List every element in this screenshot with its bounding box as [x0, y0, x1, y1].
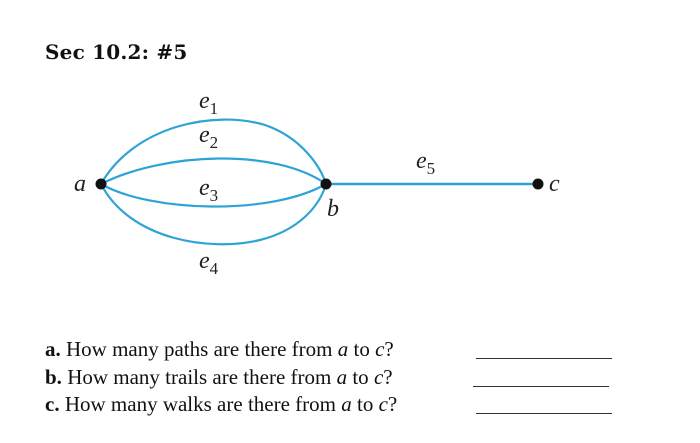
edge-label-e1-sub: 1: [210, 99, 219, 118]
question-from-vertex: a: [336, 364, 348, 389]
question-text: How many trails are there from: [67, 364, 332, 389]
question-to-vertex: c: [375, 337, 385, 361]
page-title: Sec 10.2: #5: [45, 40, 188, 64]
edge-label-e1-letter: e: [199, 88, 210, 114]
question-mid: to: [356, 392, 374, 416]
edge-label-e2-sub: 2: [210, 133, 219, 152]
edge-label-e3-letter: e: [199, 175, 210, 201]
edge-label-e2: e2: [199, 122, 218, 152]
answer-blank-b[interactable]: [473, 385, 609, 387]
edge-e2: [100, 157, 327, 185]
vertex-b: [320, 178, 332, 190]
vertex-label-a: a: [74, 171, 86, 197]
edge-e4: [100, 183, 328, 246]
question-b: b. How many trails are there from a to c…: [45, 364, 665, 392]
edge-label-e5-letter: e: [416, 148, 427, 174]
vertex-label-c: c: [549, 171, 560, 197]
question-text: How many walks are there from: [64, 392, 336, 416]
edge-e1: [100, 118, 328, 185]
edge-label-e4: e4: [199, 248, 219, 278]
answer-blank-c[interactable]: [476, 413, 612, 414]
question-from-vertex: a: [337, 337, 349, 361]
question-text: How many paths are there from: [66, 337, 333, 361]
question-from-vertex: a: [341, 392, 352, 416]
vertex-a: [95, 178, 107, 190]
question-to-vertex: c: [378, 392, 388, 416]
edge-label-e4-letter: e: [199, 248, 210, 274]
question-end: ?: [384, 337, 394, 361]
vertex-label-b: b: [327, 196, 339, 222]
edge-label-e4-sub: 4: [210, 259, 219, 278]
question-letter: b.: [45, 364, 62, 389]
question-mid: to: [353, 337, 370, 361]
answer-blank-a[interactable]: [476, 358, 612, 359]
edge-e3: [100, 183, 327, 208]
edge-label-e1: e1: [199, 88, 218, 118]
edge-label-e3-sub: 3: [210, 186, 219, 205]
question-end: ?: [383, 364, 393, 389]
edge-label-e2-letter: e: [199, 122, 210, 148]
edge-label-e3: e3: [199, 175, 218, 205]
graph-vertices: [95, 178, 544, 190]
question-c: c. How many walks are there from a to c?: [45, 391, 665, 419]
question-end: ?: [387, 392, 398, 416]
graph-diagram: a b c e1 e2 e3 e4 e5: [74, 88, 560, 278]
question-list: a. How many paths are there from a to c?…: [45, 336, 665, 419]
vertex-c: [532, 178, 544, 190]
question-letter: a.: [45, 337, 61, 361]
graph-edges: [100, 118, 538, 246]
edge-label-e5-sub: 5: [427, 159, 436, 178]
question-letter: c.: [45, 392, 60, 416]
edge-label-e5: e5: [416, 148, 435, 178]
question-mid: to: [352, 364, 369, 389]
question-to-vertex: c: [373, 364, 384, 389]
question-a: a. How many paths are there from a to c?: [45, 336, 665, 364]
